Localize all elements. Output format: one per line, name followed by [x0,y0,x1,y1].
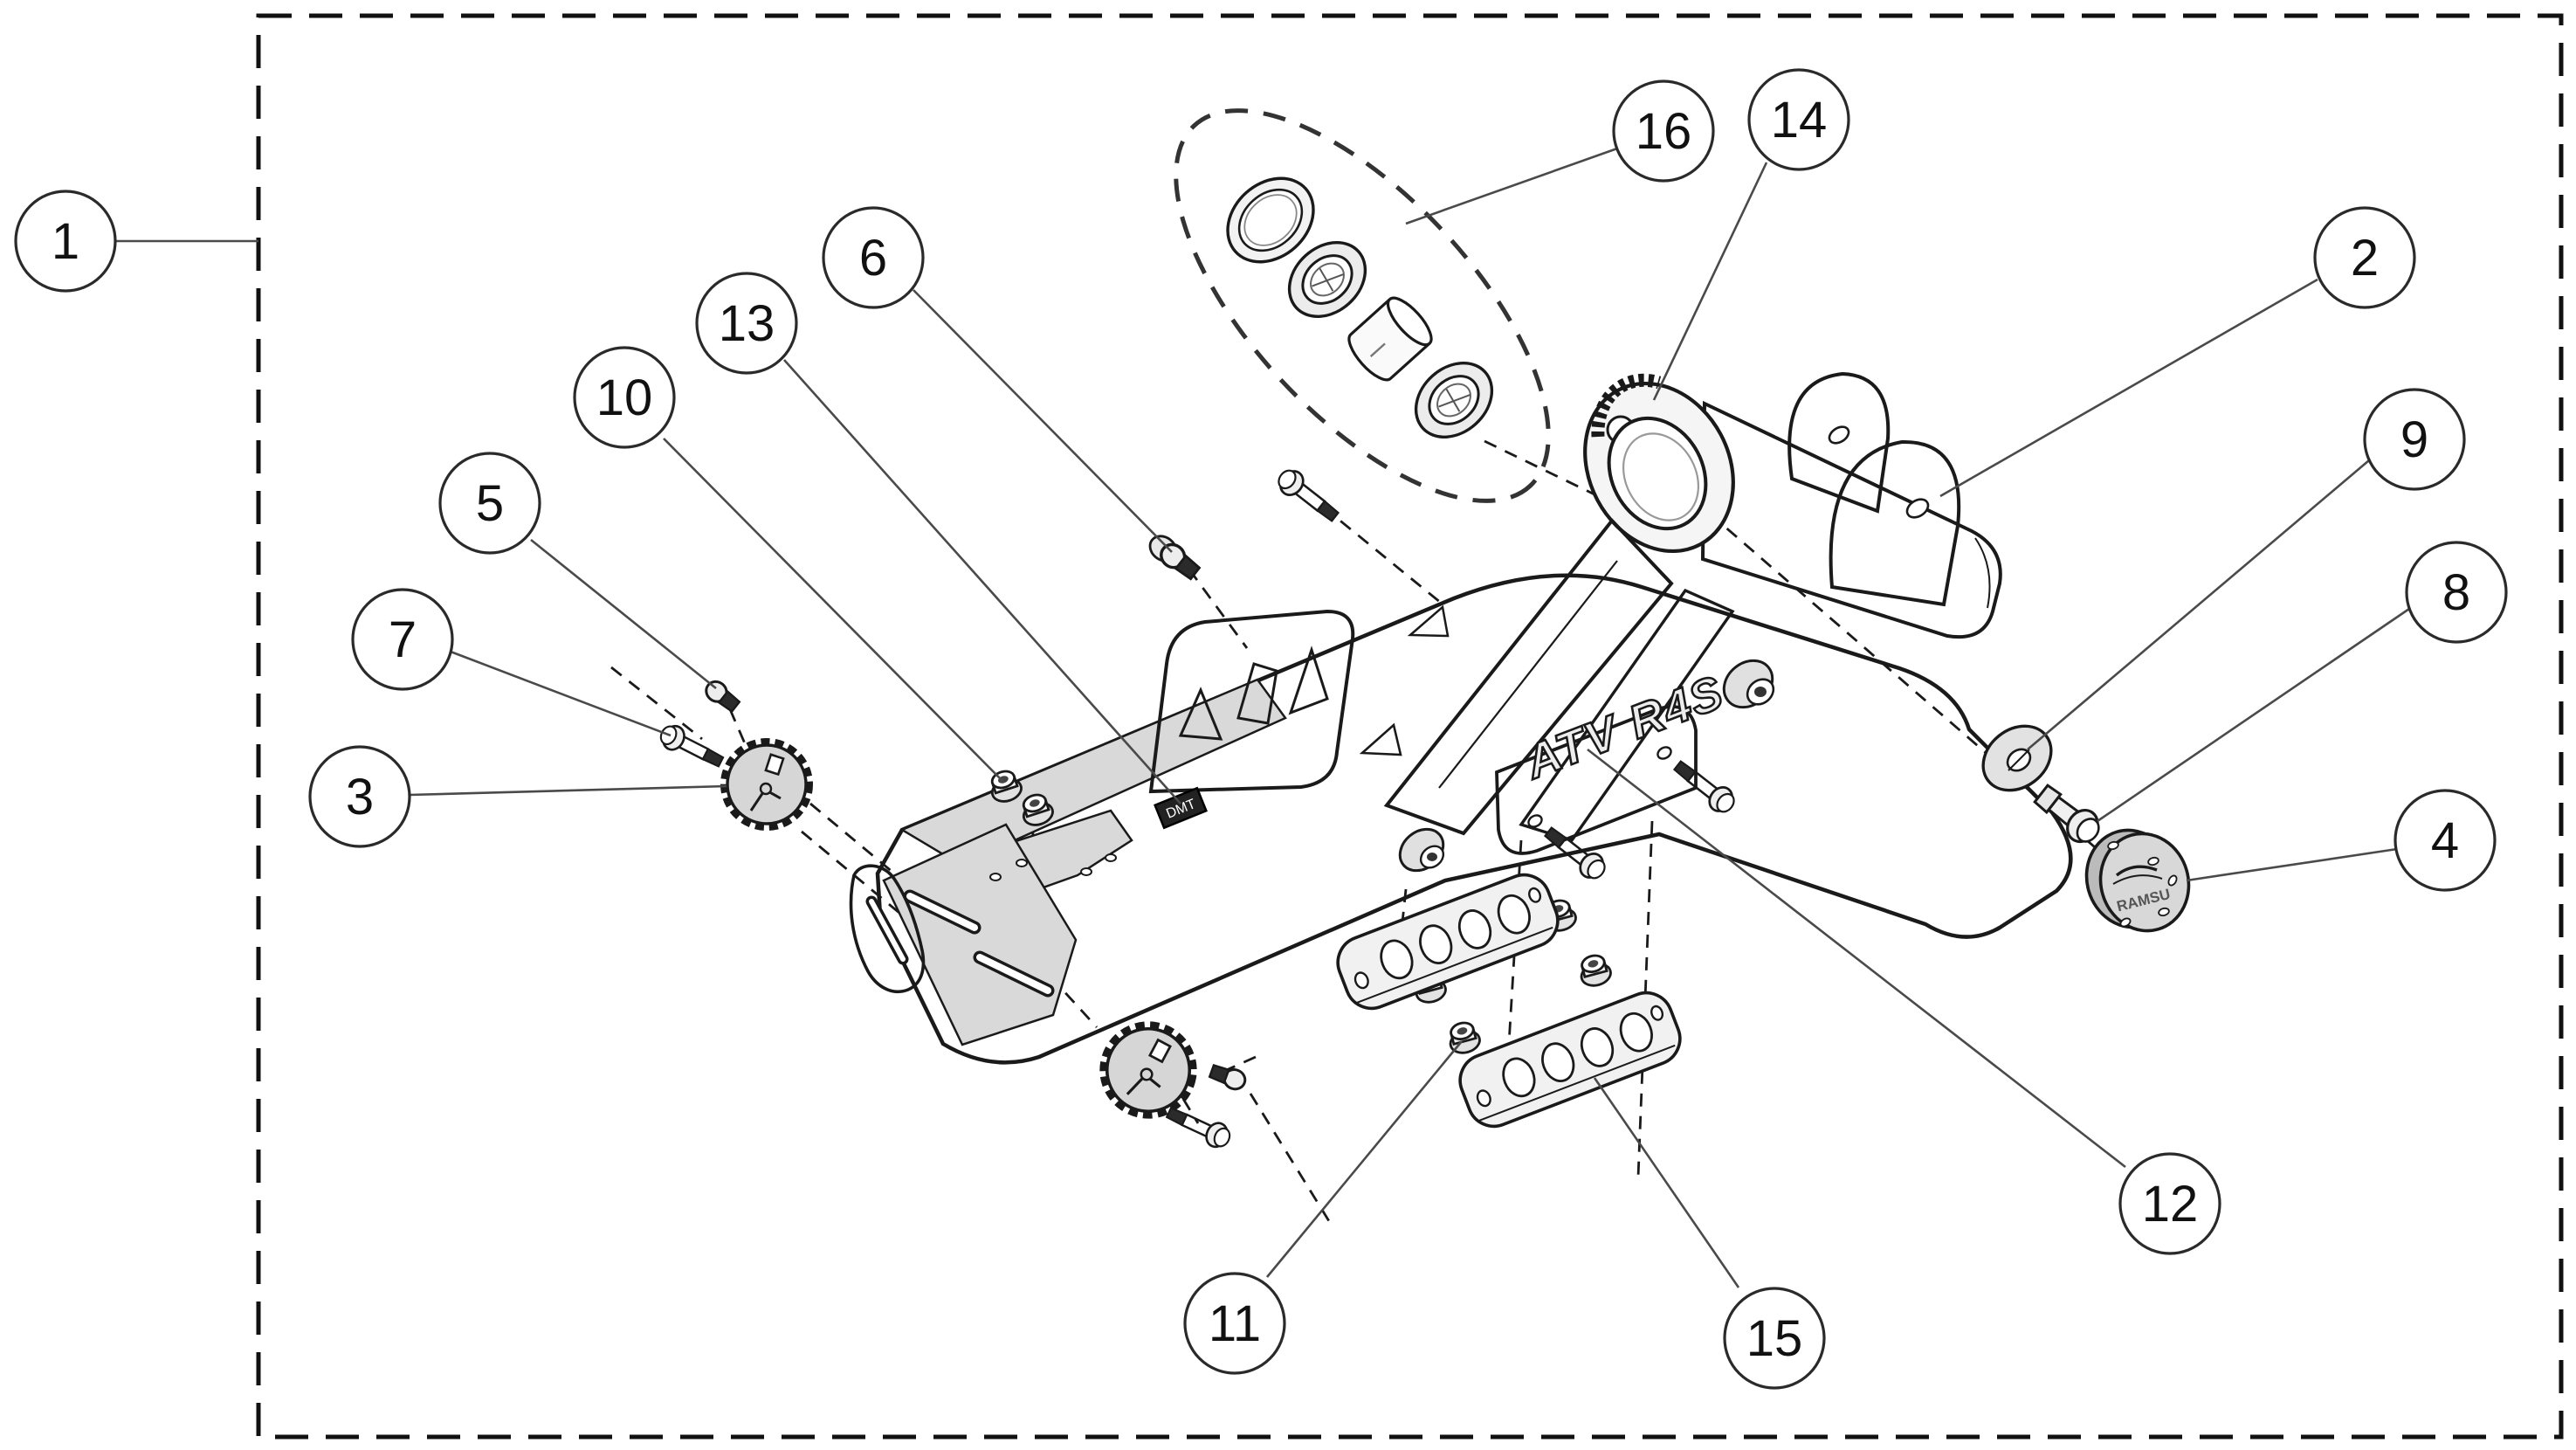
pivot-bolt [2033,784,2100,844]
bracket-nut-2 [1575,950,1615,991]
callout-6-bubble [822,206,925,309]
bump-stop-bushings [1398,659,1775,873]
callout-15-leader-line [1593,1077,1740,1288]
callout-13-number: 13 [719,295,775,352]
swingarm-pivot-head [1583,373,1735,554]
pivot-bearing-kit [1174,108,1551,503]
callout-13: 13 [695,272,1181,804]
callout-3-number: 3 [346,769,374,825]
callout-9-leader-line [2027,459,2370,750]
callout-13-leader-line [783,359,1181,804]
callout-10: 10 [573,346,1005,784]
callout-7: 7 [351,588,672,737]
frame-mount-bracket [1787,371,1961,607]
callout-11-bubble [1183,1272,1286,1375]
callout-12-number: 12 [2142,1176,2199,1232]
callout-8: 8 [2097,541,2508,823]
callout-14: 14 [1652,68,1850,401]
callout-4-leader-line [2186,847,2398,882]
callout-1-bubble [14,190,117,293]
callout-10-number: 10 [596,369,653,426]
pivot-head-serration [1591,373,1662,438]
callout-8-leader-line [2097,607,2410,823]
guard-mount-bolt [1148,535,1204,584]
callout-7-number: 7 [389,611,417,668]
assembly-axis-lines [610,439,2128,1222]
callout-16-bubble [1612,79,1715,183]
swingarm-underside [882,823,1078,1046]
assembly-boundary-box [256,13,2564,1440]
callout-9: 9 [2027,388,2466,750]
callout-5: 5 [438,452,717,690]
decal: DMT [1154,786,1208,830]
upper-wear-plate [1328,866,1567,1018]
callout-6: 6 [822,206,1173,553]
callout-8-bubble [2405,541,2508,644]
callout-1-number: 1 [52,213,79,270]
lower-socket-screw [1207,1060,1250,1094]
callout-13-bubble [695,272,798,375]
swingarm-brace [1383,517,1735,842]
lower-hex-bolt [1162,1100,1236,1153]
chain-adjuster-cam-lower [1096,1018,1200,1122]
callout-9-bubble [2363,388,2466,491]
callout-12-bubble [2118,1152,2221,1255]
callout-3-bubble [308,745,411,848]
callout-7-bubble [351,588,454,691]
callout-11-number: 11 [1209,1295,1261,1352]
callout-12-leader-line [1587,748,2126,1169]
callout-11-leader-line [1265,1040,1464,1278]
arm-logo: ATV R4S [1517,666,1732,790]
callout-15-number: 15 [1746,1310,1803,1367]
lower-wear-plate [1450,984,1690,1136]
callout-4-number: 4 [2431,812,2459,869]
callout-14-bubble [1747,68,1850,171]
callout-3-leader-line [409,784,727,797]
callout-3: 3 [308,745,727,848]
callout-16-number: 16 [1636,103,1692,160]
bracket-bolt-1 [1668,754,1740,819]
callout-7-leader-line [450,650,672,737]
bearing-spacer [1347,296,1433,382]
callout-6-leader-line [913,289,1173,553]
callout-16-leader-line [1405,147,1618,225]
top-chain-guard [1148,609,1355,794]
callout-5-number: 5 [476,475,504,532]
left-axle-plate [849,864,926,994]
callout-1: 1 [14,190,258,293]
callout-14-number: 14 [1771,92,1828,148]
callout-8-number: 8 [2442,564,2470,621]
pivot-end-cap: RAMSU [2084,828,2191,933]
callout-16: 16 [1405,79,1715,225]
seal-ring [1226,176,1315,264]
callout-5-bubble [438,452,541,555]
callout-6-number: 6 [859,230,887,287]
swingarm-body [875,573,2073,1065]
flange-nut-lower [1444,1018,1484,1058]
callout-15: 15 [1593,1077,1826,1390]
chain-adjuster-cam-left [724,742,809,827]
callout-2-bubble [2313,206,2416,309]
detail-ellipse [1174,108,1551,503]
callout-2-number: 2 [2351,230,2379,287]
bearing-2 [1399,346,1509,454]
callout-2-leader-line [1939,278,2318,498]
adjuster-lock-bolt [655,720,728,775]
callout-5-leader-line [530,538,717,690]
callout-11: 11 [1183,1040,1464,1375]
callout-10-bubble [573,346,676,449]
callout-12: 12 [1587,748,2221,1255]
guard-mount-bolt-2 [1272,463,1345,528]
callout-4: 4 [2186,789,2497,892]
callout-2: 2 [1939,206,2416,498]
callout-9-number: 9 [2400,411,2428,468]
callout-4-bubble [2393,789,2497,892]
callout-14-leader-line [1652,162,1768,401]
pivot-washer [1981,724,2053,792]
callout-10-leader-line [663,438,1005,784]
pivot-cross-tube [1700,400,2002,639]
callout-15-bubble [1723,1287,1826,1390]
